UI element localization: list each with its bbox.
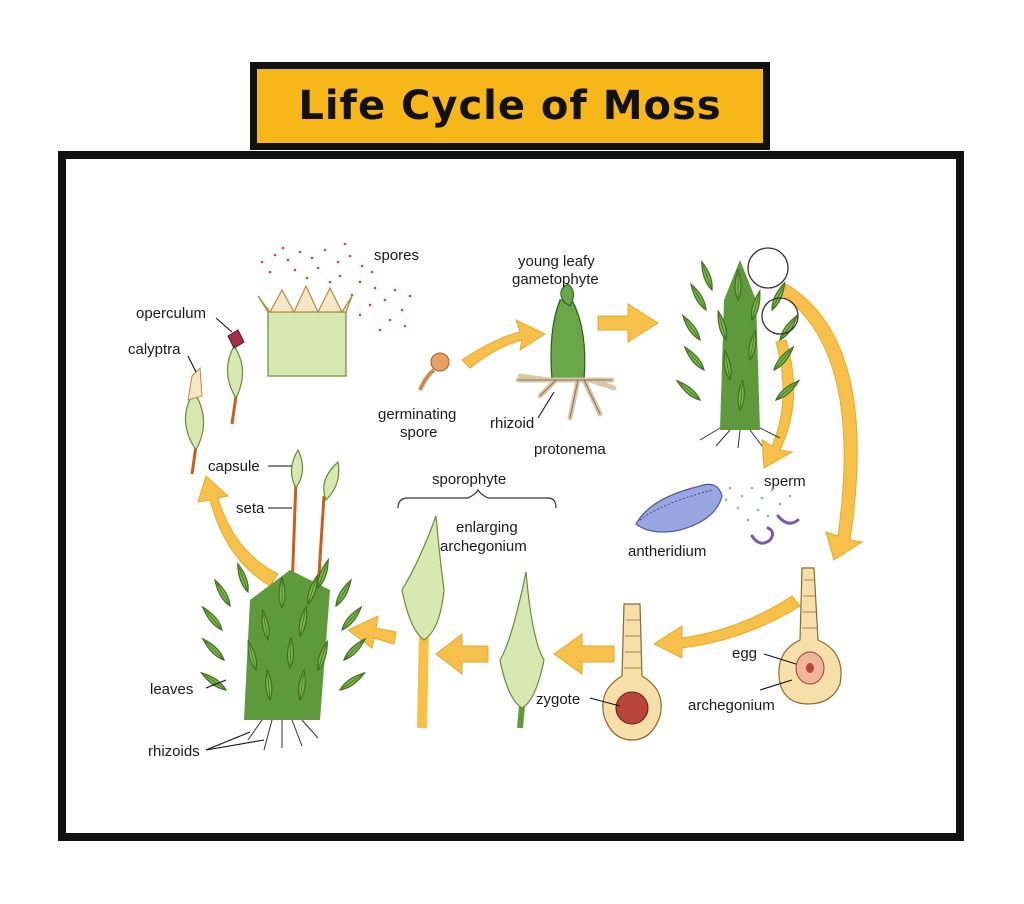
label-zygote: zygote xyxy=(536,691,580,708)
arrow-sporophyte-to-mature xyxy=(347,615,397,649)
label-young-leafy-1: young leafy xyxy=(518,253,595,270)
arrow-archegonium-to-zygote xyxy=(652,595,801,659)
arrow-enlarging-to-sporophyte xyxy=(435,632,489,676)
archegonium-with-egg xyxy=(778,567,842,705)
title-banner: Life Cycle of Moss xyxy=(250,62,770,150)
label-leaves: leaves xyxy=(150,681,193,698)
mature-moss-plant xyxy=(199,448,368,751)
arrow-plant-to-capsule xyxy=(197,475,279,587)
open-capsule xyxy=(257,284,353,377)
sperm-cells xyxy=(750,514,800,545)
label-spores: spores xyxy=(374,247,419,264)
antheridium xyxy=(635,483,723,533)
diagram-title: Life Cycle of Moss xyxy=(298,83,722,129)
spore-cloud xyxy=(260,242,412,332)
label-sporophyte: sporophyte xyxy=(432,471,506,488)
label-capsule: capsule xyxy=(208,458,260,475)
labels: spores young leafy gametophyte operculum… xyxy=(128,247,806,760)
label-egg: egg xyxy=(732,645,757,662)
mature-gametophyte xyxy=(674,247,802,449)
label-germinating-2: spore xyxy=(400,424,438,441)
capsule-with-calyptra xyxy=(184,366,205,475)
label-enlarging-2: archegonium xyxy=(440,538,527,555)
label-enlarging-1: enlarging xyxy=(456,519,518,536)
archegonium-with-zygote xyxy=(602,603,662,741)
label-seta: seta xyxy=(236,500,265,517)
growing-sporophyte xyxy=(397,488,557,729)
germinating-spore xyxy=(418,352,450,391)
enlarging-archegonium xyxy=(499,571,545,729)
label-calyptra: calyptra xyxy=(128,341,181,358)
label-rhizoids: rhizoids xyxy=(148,743,200,760)
leader-lines xyxy=(187,317,797,751)
label-young-leafy-2: gametophyte xyxy=(512,271,599,288)
label-rhizoid: rhizoid xyxy=(490,415,534,432)
arrow-spore-to-gametophyte xyxy=(461,319,547,369)
label-antheridium: antheridium xyxy=(628,543,706,560)
arrow-mature-to-sperm xyxy=(761,339,795,469)
arrow-zygote-to-enlarging xyxy=(553,633,615,675)
arrow-mature-to-archegonium xyxy=(779,283,864,561)
label-archegonium: archegonium xyxy=(688,697,775,714)
young-gametophyte xyxy=(515,283,617,421)
sperm-cloud xyxy=(724,486,792,522)
capsule-with-operculum xyxy=(226,329,245,425)
label-operculum: operculum xyxy=(136,305,206,322)
cycle-arrows xyxy=(197,283,864,676)
label-germinating-1: germinating xyxy=(378,406,456,423)
label-sperm: sperm xyxy=(764,473,806,490)
label-protonema: protonema xyxy=(534,441,606,458)
arrow-young-to-mature xyxy=(597,303,659,343)
